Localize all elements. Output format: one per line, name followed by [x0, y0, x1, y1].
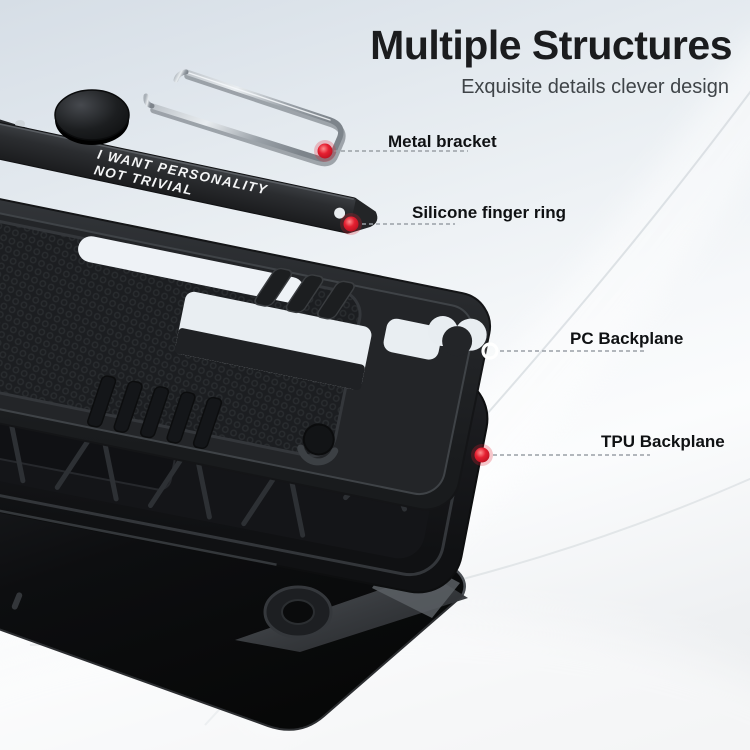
finger-ring-disc [54, 89, 130, 141]
callout-dot-silicone-ring [343, 216, 359, 232]
page-title: Multiple Structures [370, 22, 732, 68]
callout-label-tpu-backplane: TPU Backplane [601, 432, 725, 451]
page-subtitle: Exquisite details clever design [461, 76, 729, 98]
pc-grip-ribs [254, 267, 355, 320]
callout-annotations [314, 140, 650, 466]
callout-dot-metal-bracket [317, 143, 333, 159]
pc-button-hole [302, 423, 335, 456]
pc-speaker-slats [87, 375, 223, 450]
metal-bracket [143, 69, 346, 167]
callout-label-silicone-finger-ring: Silicone finger ring [412, 203, 566, 222]
silicone-finger-ring-strap: I WANT PERSONALITY NOT TRIVIAL [0, 89, 378, 234]
kickstand-bar [174, 328, 365, 391]
callout-dot-tpu-backplane [474, 447, 490, 463]
callout-ring-pc-backplane [481, 342, 499, 360]
tpu-bottom-edge-highlight [0, 475, 277, 566]
strap-hole [334, 207, 346, 219]
callout-label-metal-bracket: Metal bracket [388, 132, 497, 151]
pc-backplane [0, 185, 492, 511]
pc-kickstand-slot [78, 236, 305, 303]
callout-label-pc-backplane: PC Backplane [570, 329, 684, 348]
phone-side-button [11, 592, 23, 610]
